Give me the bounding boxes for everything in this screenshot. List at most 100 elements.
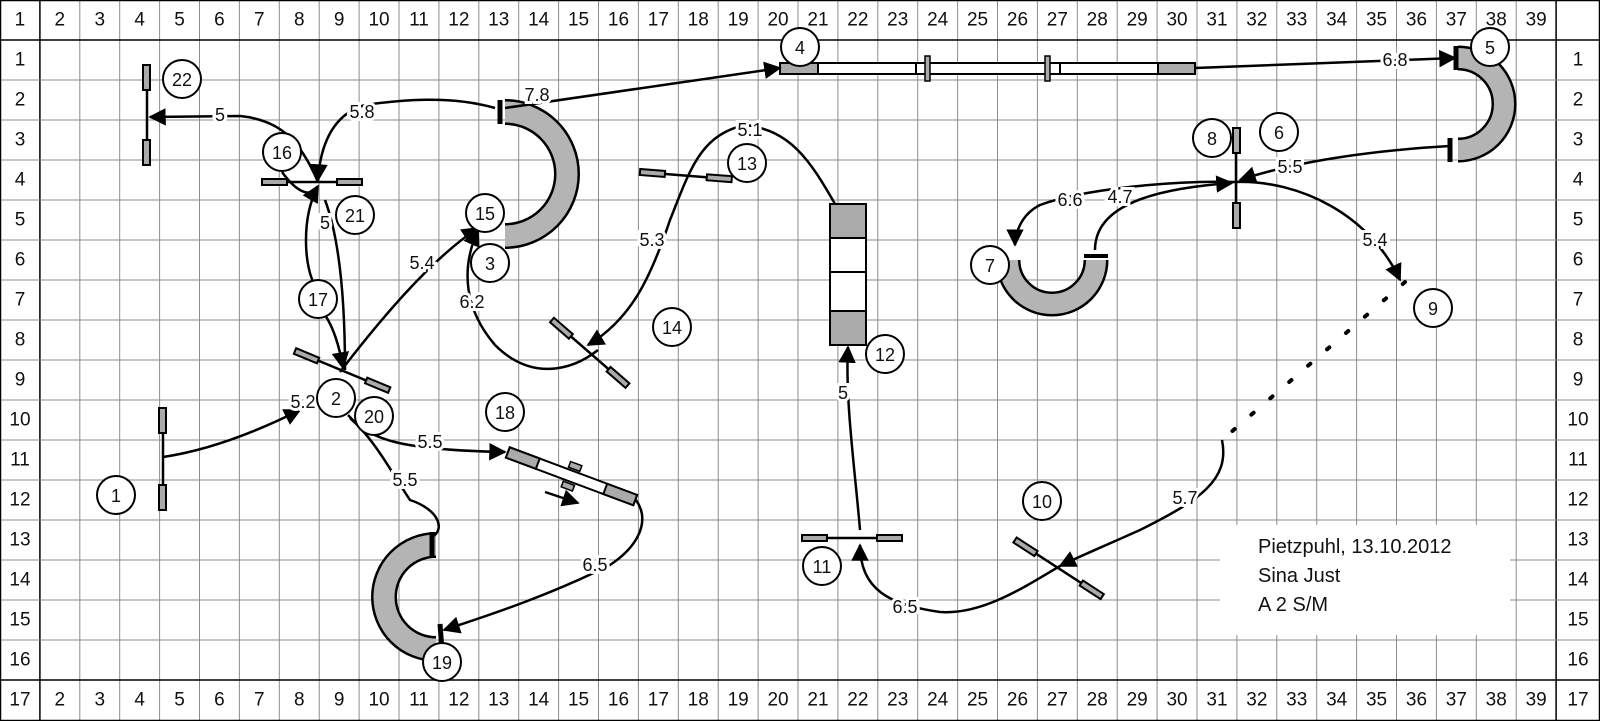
distance-label: 5.4 bbox=[1362, 230, 1387, 250]
number-text: 6 bbox=[1274, 123, 1284, 143]
row-label: 5 bbox=[15, 210, 26, 231]
number-text: 14 bbox=[662, 318, 682, 338]
column-label: 38 bbox=[1486, 690, 1507, 711]
column-label: 18 bbox=[688, 10, 709, 31]
number-circle bbox=[335, 195, 375, 235]
column-label: 14 bbox=[528, 690, 550, 711]
dog-walk-4 bbox=[779, 55, 1196, 82]
row-label: 2 bbox=[1573, 90, 1584, 111]
distance-label: 5 bbox=[838, 383, 848, 403]
column-label: 2 bbox=[55, 690, 66, 711]
column-label: 35 bbox=[1366, 10, 1387, 31]
number-text: 4 bbox=[795, 38, 805, 58]
column-label: 11 bbox=[409, 10, 429, 31]
row-label: 11 bbox=[1568, 450, 1588, 471]
column-label: 7 bbox=[254, 690, 265, 711]
number-circle bbox=[1470, 27, 1510, 67]
column-label: 23 bbox=[887, 10, 908, 31]
row-label: 12 bbox=[1567, 490, 1588, 511]
distance-label: 7.8 bbox=[524, 85, 549, 105]
column-label: 22 bbox=[847, 10, 868, 31]
distance-label: 5.5 bbox=[1277, 157, 1302, 177]
jump-16-21 bbox=[261, 178, 363, 186]
column-label: 2 bbox=[55, 10, 66, 31]
number-circle bbox=[298, 279, 338, 319]
row-label: 15 bbox=[1567, 610, 1588, 631]
column-label: 19 bbox=[728, 690, 749, 711]
column-label: 10 bbox=[368, 690, 389, 711]
number-circle bbox=[1022, 481, 1062, 521]
row-label: 2 bbox=[15, 90, 26, 111]
obstacle-number-11: 11 bbox=[802, 546, 842, 586]
number-circle bbox=[470, 243, 510, 283]
column-label: 29 bbox=[1127, 10, 1148, 31]
number-text: 20 bbox=[364, 407, 384, 427]
dotted-guide-line bbox=[1220, 280, 1407, 442]
number-text: 2 bbox=[331, 389, 341, 409]
row-label: 16 bbox=[9, 650, 30, 671]
column-label: 31 bbox=[1206, 690, 1227, 711]
number-text: 12 bbox=[875, 345, 895, 365]
column-label: 4 bbox=[134, 690, 145, 711]
tunnel-19 bbox=[371, 532, 445, 662]
column-label: 34 bbox=[1326, 10, 1348, 31]
number-circle bbox=[727, 143, 767, 183]
column-label: 15 bbox=[568, 10, 589, 31]
column-label: 26 bbox=[1007, 10, 1028, 31]
column-label: 12 bbox=[448, 690, 469, 711]
distance-label: 5 bbox=[215, 105, 225, 125]
number-circle bbox=[1413, 288, 1453, 328]
column-label: 3 bbox=[94, 690, 105, 711]
row-label: 3 bbox=[15, 130, 26, 151]
column-label: 28 bbox=[1087, 690, 1108, 711]
distance-label: 5.5 bbox=[417, 432, 442, 452]
distance-label: 5.3 bbox=[639, 230, 664, 250]
row-label: 13 bbox=[1567, 530, 1588, 551]
info-class: A 2 S/M bbox=[1258, 594, 1328, 616]
distance-label: 6.2 bbox=[459, 292, 484, 312]
column-label: 29 bbox=[1127, 690, 1148, 711]
obstacle-number-14: 14 bbox=[652, 307, 692, 347]
column-label: 37 bbox=[1446, 690, 1467, 711]
column-label: 34 bbox=[1326, 690, 1348, 711]
number-text: 17 bbox=[308, 290, 328, 310]
number-text: 16 bbox=[272, 143, 292, 163]
column-label: 30 bbox=[1166, 690, 1187, 711]
column-label: 15 bbox=[568, 690, 589, 711]
row-label: 13 bbox=[9, 530, 30, 551]
column-label: 16 bbox=[608, 690, 629, 711]
row-label: 10 bbox=[1567, 410, 1588, 431]
info-location-date: Pietzpuhl, 13.10.2012 bbox=[1258, 536, 1452, 558]
distance-label: 6.5 bbox=[582, 555, 607, 575]
column-label: 20 bbox=[767, 690, 788, 711]
obstacle-number-4: 4 bbox=[780, 27, 820, 67]
distance-label: 6.6 bbox=[1057, 190, 1082, 210]
obstacle-number-18: 18 bbox=[485, 392, 525, 432]
column-label: 39 bbox=[1526, 10, 1547, 31]
column-label: 5 bbox=[174, 690, 185, 711]
column-label: 10 bbox=[368, 10, 389, 31]
row-label: 3 bbox=[1573, 130, 1584, 151]
distance-label: 5.2 bbox=[290, 392, 315, 412]
column-label: 24 bbox=[927, 690, 949, 711]
column-label: 36 bbox=[1406, 10, 1427, 31]
obstacle-number-6: 6 bbox=[1259, 112, 1299, 152]
obstacle-number-1: 1 bbox=[96, 475, 136, 515]
row-label: 16 bbox=[1567, 650, 1588, 671]
tunnel-3-15 bbox=[497, 99, 580, 249]
row-label: 5 bbox=[1573, 210, 1584, 231]
row-label: 6 bbox=[15, 250, 26, 271]
column-label: 33 bbox=[1286, 690, 1307, 711]
row-label: 4 bbox=[1573, 170, 1584, 191]
obstacle-number-10: 10 bbox=[1022, 481, 1062, 521]
column-label: 27 bbox=[1047, 10, 1068, 31]
distance-labels: 5.25.46.27.86.85.54.76.65.45.76.555.15.3… bbox=[212, 47, 1411, 620]
column-label: 32 bbox=[1246, 10, 1267, 31]
column-label: 26 bbox=[1007, 690, 1028, 711]
column-label: 5 bbox=[174, 10, 185, 31]
column-label: 12 bbox=[448, 10, 469, 31]
column-label: 23 bbox=[887, 690, 908, 711]
column-label: 30 bbox=[1166, 10, 1187, 31]
